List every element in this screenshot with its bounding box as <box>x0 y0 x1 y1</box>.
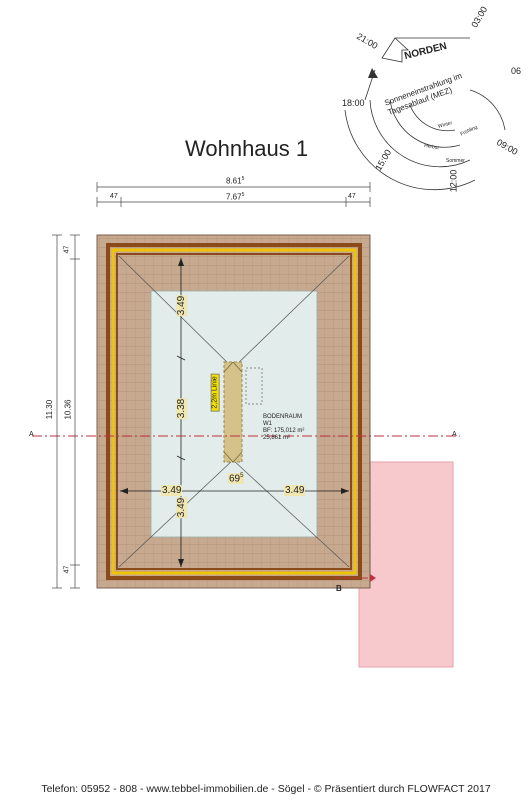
footer-contact: Telefon: 05952 - 808 - www.tebbel-immobi… <box>41 783 491 795</box>
dim-edge-left: 47 <box>110 193 118 200</box>
dim-inner-width-value: 7.67 <box>226 192 242 202</box>
dim-overall-width-sup: 5 <box>241 176 245 182</box>
dim-edge-bottom: 47 <box>63 565 71 574</box>
section-label-a-right: A <box>452 431 457 438</box>
dim-overall-height: 11.30 <box>45 399 55 420</box>
compass-season-summer: Sommer <box>446 158 465 164</box>
room-label: BODENRAUM W1 BF: 175,012 m² 25,861 m² <box>263 414 304 442</box>
dim-inner-width: 7.675 <box>226 192 244 202</box>
dim-ridge-center-sup: 5 <box>240 473 244 479</box>
dim-ridge: 3.38 <box>176 397 188 420</box>
dim-slope-bottom: 3.49 <box>176 496 188 519</box>
section-label-a-left: A <box>29 431 34 438</box>
eaves-band-dark <box>106 243 362 580</box>
dim-ridge-center: 695 <box>228 473 245 485</box>
dim-ridge-center-value: 69 <box>229 473 241 485</box>
neighbour-building <box>358 461 454 668</box>
compass-hour-1800: 18:00 <box>342 98 365 108</box>
dim-overall-width: 8.615 <box>226 176 244 186</box>
dim-slope-left: 3.49 <box>161 485 183 496</box>
dim-inner-width-sup: 5 <box>241 192 245 198</box>
room-area-2: 25,861 m² <box>263 435 291 441</box>
room-name: BODENRAUM <box>263 414 303 420</box>
room-area-1: BF: 175,012 m² <box>263 428 305 434</box>
section-label-b: B <box>336 584 342 593</box>
dim-line-label: 2,2m Linie <box>210 373 220 412</box>
compass-hour-1200: 12:00 <box>448 169 459 193</box>
compass-hour-06: 06 <box>511 66 522 76</box>
dim-slope-right: 3.49 <box>284 485 306 496</box>
dim-slope-top: 3.49 <box>176 294 188 317</box>
sun-compass <box>344 37 506 191</box>
roof-hatch <box>245 367 263 405</box>
page-title: Wohnhaus 1 <box>185 136 309 161</box>
eaves-band-yellow <box>111 248 357 575</box>
dim-edge-right: 47 <box>348 193 356 200</box>
ridge-strip <box>223 361 243 463</box>
dim-inner-height: 10.36 <box>63 399 73 420</box>
room-code: W1 <box>263 421 272 427</box>
dim-edge-top: 47 <box>63 245 71 254</box>
dim-overall-width-value: 8.61 <box>226 176 242 186</box>
eaves-band-inner <box>116 253 352 570</box>
